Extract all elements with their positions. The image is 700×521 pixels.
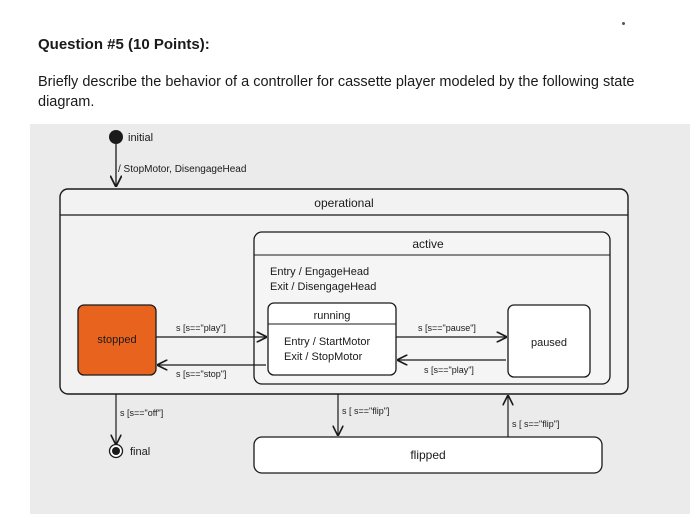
running-name: running — [314, 310, 351, 322]
flipped-name: flipped — [410, 448, 445, 462]
label-running-to-paused: s [s=="pause"] — [418, 323, 476, 333]
initial-action-label: / StopMotor, DisengageHead — [118, 164, 246, 175]
active-name: active — [412, 237, 444, 251]
initial-label: initial — [128, 132, 153, 144]
operational-name: operational — [314, 196, 373, 210]
active-exit-action: Exit / DisengageHead — [270, 281, 376, 293]
label-to-flipped: s [ s=="flip"] — [342, 406, 389, 416]
label-running-to-stopped: s [s=="stop"] — [176, 369, 226, 379]
label-to-final: s [s=="off"] — [120, 408, 163, 418]
label-stopped-to-running: s [s=="play"] — [176, 323, 226, 333]
initial-pseudostate — [109, 130, 123, 144]
stopped-name: stopped — [97, 334, 136, 346]
running-exit-action: Exit / StopMotor — [284, 351, 363, 363]
final-label: final — [130, 446, 150, 458]
paused-state — [507, 304, 591, 378]
question-title: Question #5 (10 Points): — [38, 36, 210, 53]
label-from-flipped: s [ s=="flip"] — [512, 419, 559, 429]
stopped-state — [77, 304, 157, 376]
label-paused-to-running: s [s=="play"] — [424, 365, 474, 375]
active-entry-action: Entry / EngageHead — [270, 266, 369, 278]
flipped-state — [253, 436, 603, 474]
running-state — [267, 302, 397, 376]
final-state-inner — [112, 447, 120, 455]
question-prompt: Briefly describe the behavior of a contr… — [38, 74, 635, 110]
running-entry-action: Entry / StartMotor — [284, 336, 371, 348]
paused-name: paused — [531, 337, 567, 349]
stray-dot — [622, 22, 625, 25]
